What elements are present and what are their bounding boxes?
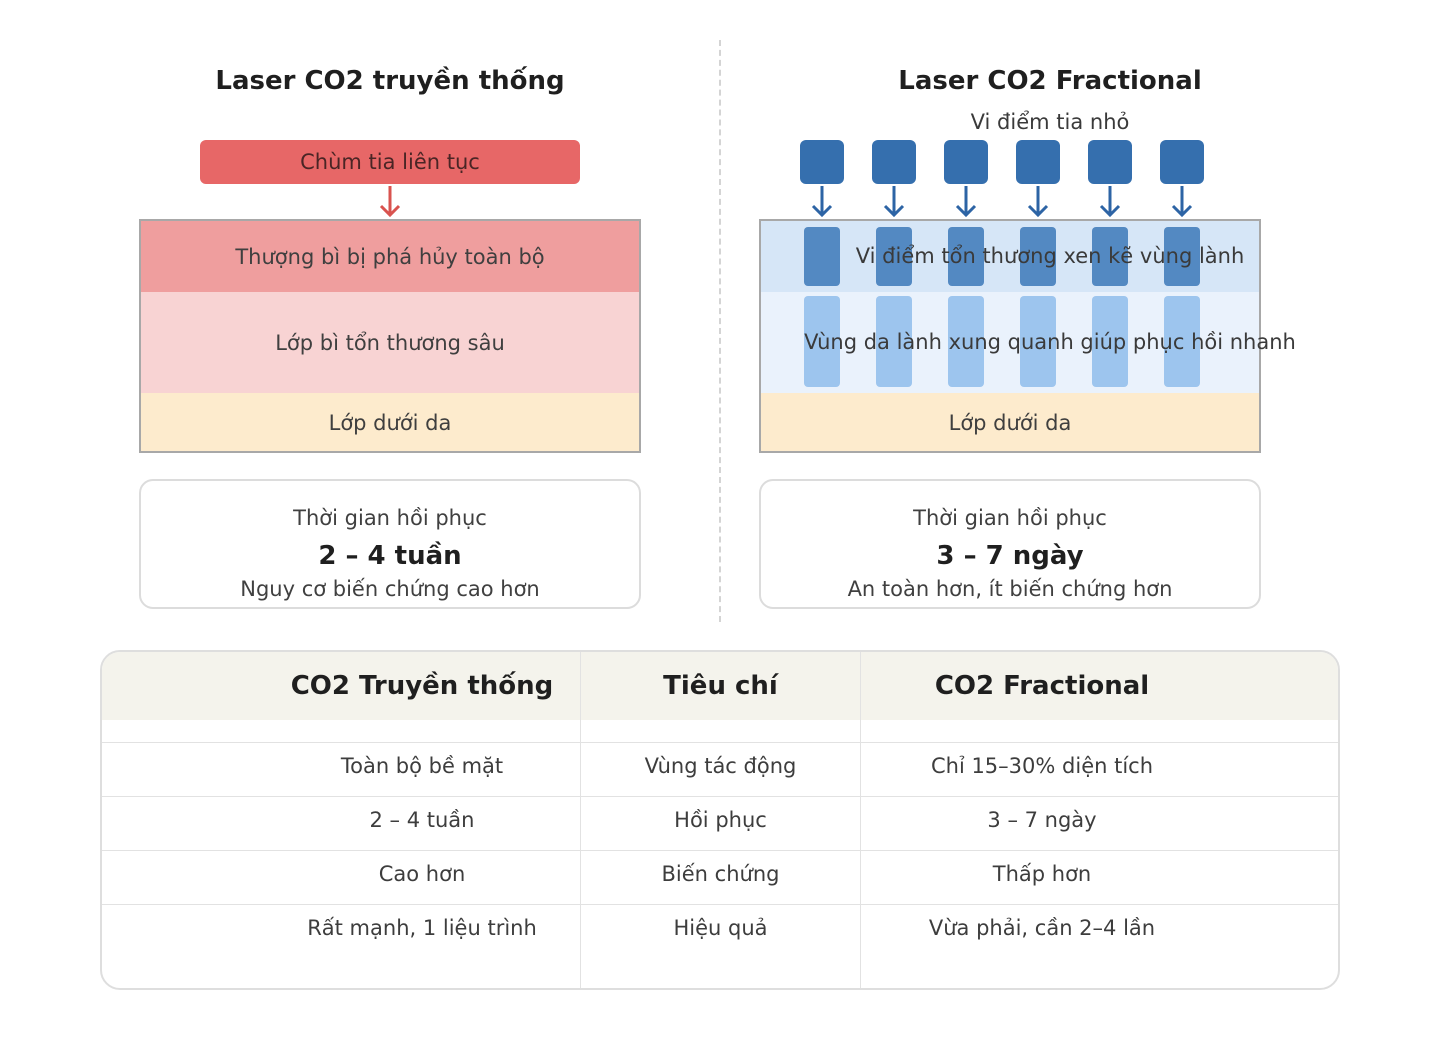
traditional-recovery-note: Nguy cơ biến chứng cao hơn: [240, 577, 540, 601]
micro-injury-column: [948, 227, 984, 286]
table-cell: Biến chứng: [661, 862, 780, 886]
traditional-subcutis-layer: Lớp dưới da: [141, 393, 639, 451]
fractional-recovery-label: Thời gian hồi phục: [913, 506, 1107, 530]
fractional-title: Laser CO2 Fractional: [898, 66, 1202, 96]
beam-arrow: [379, 186, 401, 218]
traditional-recovery-label: Thời gian hồi phục: [293, 506, 487, 530]
micro-beam-label: Vi điểm tia nhỏ: [970, 110, 1130, 134]
table-cell: Vừa phải, cần 2–4 lần: [928, 916, 1156, 940]
fractional-recovery-note: An toàn hơn, ít biến chứng hơn: [847, 577, 1173, 601]
micro-thermal-zone: [948, 296, 984, 387]
micro-injury-column: [804, 227, 840, 286]
traditional-title: Laser CO2 truyền thống: [215, 66, 565, 96]
traditional-dermis-layer: Lớp bì tổn thương sâu: [141, 292, 639, 393]
table-cell: Chỉ 15–30% diện tích: [930, 754, 1154, 778]
row-divider: [102, 904, 1338, 905]
micro-thermal-zone: [1164, 296, 1200, 387]
micro-beam-arrow: [955, 186, 977, 218]
micro-beam-emitter: [800, 140, 844, 184]
micro-beam-arrow: [1171, 186, 1193, 218]
traditional-recovery-card: Thời gian hồi phục 2 – 4 tuần Nguy cơ bi…: [139, 479, 641, 609]
header-fractional: CO2 Fractional: [934, 671, 1150, 701]
fractional-skin-diagram: Lớp dưới da: [759, 219, 1261, 453]
table-cell: 2 – 4 tuần: [369, 808, 475, 832]
table-cell: Hiệu quả: [673, 916, 768, 940]
table-cell: Rất mạnh, 1 liệu trình: [307, 916, 537, 940]
fractional-epidermis-label: Vi điểm tổn thương xen kẽ vùng lành: [855, 244, 1245, 268]
micro-thermal-zone: [804, 296, 840, 387]
traditional-skin-diagram: Thượng bì bị phá hủy toàn bộ Lớp bì tổn …: [139, 219, 641, 453]
column-divider: [860, 652, 861, 988]
continuous-beam: Chùm tia liên tục: [200, 140, 580, 184]
micro-thermal-zone: [1020, 296, 1056, 387]
micro-thermal-zone: [876, 296, 912, 387]
column-divider: [580, 652, 581, 988]
fractional-dermis-label: Vùng da lành xung quanh giúp phục hồi nh…: [804, 330, 1296, 354]
micro-injury-column: [1092, 227, 1128, 286]
table-cell: Hồi phục: [674, 808, 767, 832]
fractional-recovery-card: Thời gian hồi phục 3 – 7 ngày An toàn hơ…: [759, 479, 1261, 609]
micro-injury-column: [1020, 227, 1056, 286]
micro-beam-arrow: [883, 186, 905, 218]
table-cell: Vùng tác động: [644, 754, 797, 778]
row-divider: [102, 850, 1338, 851]
micro-beam-arrow: [1099, 186, 1121, 218]
header-traditional: CO2 Truyền thống: [290, 671, 554, 701]
micro-injury-column: [876, 227, 912, 286]
header-criteria: Tiêu chí: [663, 671, 778, 701]
row-divider: [102, 742, 1338, 743]
table-cell: Cao hơn: [378, 862, 466, 886]
traditional-recovery-value: 2 – 4 tuần: [318, 541, 462, 571]
table-header-row: [102, 652, 1338, 720]
center-divider: [719, 40, 721, 622]
micro-beam-emitter: [1016, 140, 1060, 184]
micro-beam-emitter: [1088, 140, 1132, 184]
traditional-epidermis-layer: Thượng bì bị phá hủy toàn bộ: [141, 221, 639, 292]
micro-beam-emitter: [872, 140, 916, 184]
table-cell: Toàn bộ bề mặt: [340, 754, 504, 778]
fractional-recovery-value: 3 – 7 ngày: [936, 541, 1084, 571]
micro-beam-arrow: [1027, 186, 1049, 218]
table-cell: Thấp hơn: [992, 862, 1092, 886]
micro-beam-emitter: [1160, 140, 1204, 184]
micro-beam-arrow: [811, 186, 833, 218]
table-cell: 3 – 7 ngày: [987, 808, 1097, 832]
micro-injury-column: [1164, 227, 1200, 286]
micro-thermal-zone: [1092, 296, 1128, 387]
comparison-table: CO2 Truyền thống Tiêu chí CO2 Fractional…: [100, 650, 1340, 990]
fractional-subcutis-layer: Lớp dưới da: [761, 393, 1259, 451]
row-divider: [102, 796, 1338, 797]
micro-beam-emitter: [944, 140, 988, 184]
